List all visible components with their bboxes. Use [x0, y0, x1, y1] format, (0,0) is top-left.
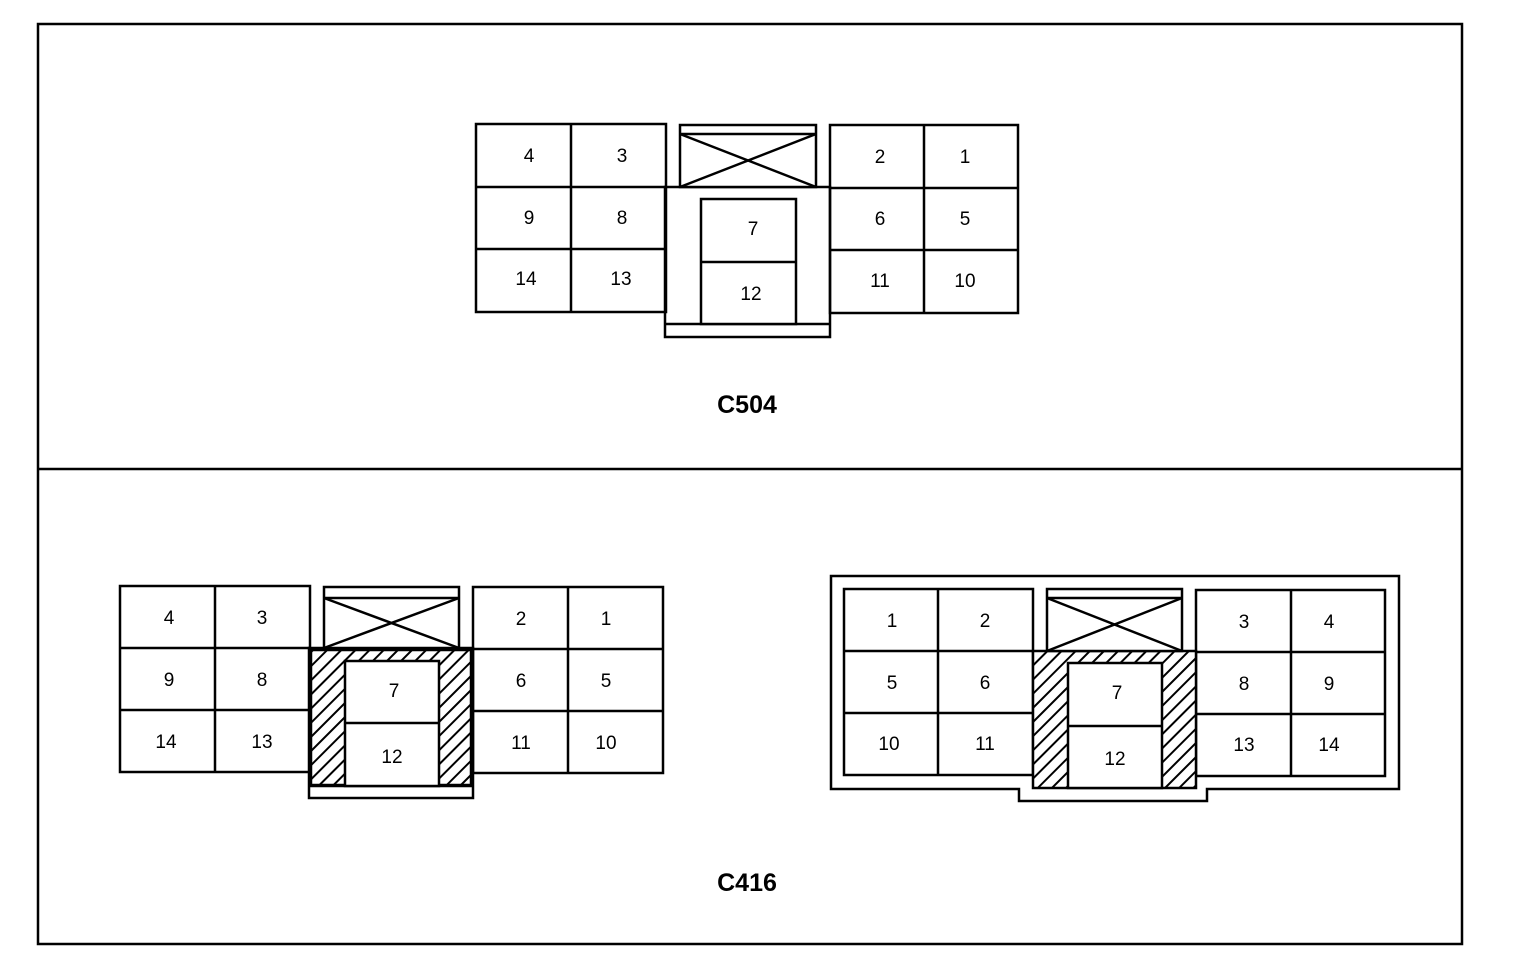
c416-right-pin-12: 12 [1104, 749, 1125, 770]
c416-right-pin-2: 2 [980, 611, 991, 632]
c416-right-pin-7: 7 [1112, 683, 1123, 704]
c416-left-pin-2: 2 [516, 609, 527, 630]
c416-left-pin-13: 13 [251, 732, 272, 753]
c416-left-pin-12: 12 [381, 747, 402, 768]
c416-right-pin-9: 9 [1324, 674, 1335, 695]
c504-pin-4: 4 [524, 146, 535, 167]
c504-pin-9: 9 [524, 208, 535, 229]
c416-left-pin-4: 4 [164, 608, 175, 629]
c416-right-pin-6: 6 [980, 673, 991, 694]
c416-left-pin-9: 9 [164, 670, 175, 691]
c416-left-pin-labels: 4 3 9 8 14 13 2 1 6 5 11 10 7 12 [155, 608, 616, 768]
c416-left-pin-1: 1 [601, 609, 612, 630]
c504-pin-11: 11 [870, 271, 890, 292]
connector-label-c416: C416 [717, 869, 777, 897]
c504-pin-6: 6 [875, 209, 886, 230]
c416-left-pin-7: 7 [389, 681, 400, 702]
c416-left-pin-6: 6 [516, 671, 527, 692]
c504-pin-1: 1 [960, 147, 971, 168]
c504-pin-10: 10 [954, 271, 975, 292]
c416-right-pin-3: 3 [1239, 612, 1250, 633]
c504-pin-2: 2 [875, 147, 886, 168]
c416-right-pin-14: 14 [1318, 735, 1340, 756]
c416-left-pin-14: 14 [155, 732, 177, 753]
c504-pin-3: 3 [617, 146, 628, 167]
c416-left-pin-5: 5 [601, 671, 612, 692]
c416-right-pin-11: 11 [975, 734, 995, 755]
c504-pin-13: 13 [610, 269, 631, 290]
c504-pin-labels: 4 3 9 8 14 13 2 1 6 5 11 10 7 12 [515, 146, 975, 305]
connector-c416-right-view: 1 2 5 6 10 11 3 4 8 9 13 14 7 12 [829, 574, 1401, 803]
c416-right-pin-1: 1 [887, 611, 898, 632]
outer-frame [36, 22, 1464, 946]
c416-left-pin-10: 10 [595, 733, 616, 754]
c416-left-pin-3: 3 [257, 608, 268, 629]
c504-pin-14: 14 [515, 269, 537, 290]
c416-right-pin-labels: 1 2 5 6 10 11 3 4 8 9 13 14 7 12 [878, 611, 1340, 770]
connector-c416-left-view: 4 3 9 8 14 13 2 1 6 5 11 10 7 12 [118, 584, 665, 800]
c504-pin-8: 8 [617, 208, 628, 229]
c416-right-pin-8: 8 [1239, 674, 1250, 695]
c416-right-pin-13: 13 [1233, 735, 1254, 756]
connector-c504: 4 3 9 8 14 13 2 1 6 5 11 10 7 12 C504 [474, 122, 1020, 419]
c416-left-pin-8: 8 [257, 670, 268, 691]
c416-right-pin-4: 4 [1324, 612, 1335, 633]
c504-pin-7: 7 [748, 219, 759, 240]
c416-right-pin-10: 10 [878, 734, 899, 755]
c416-right-pin-5: 5 [887, 673, 898, 694]
c504-pin-12: 12 [740, 284, 761, 305]
c416-left-pin-11: 11 [511, 733, 531, 754]
c504-pin-5: 5 [960, 209, 971, 230]
connector-label-c504: C504 [717, 391, 777, 419]
